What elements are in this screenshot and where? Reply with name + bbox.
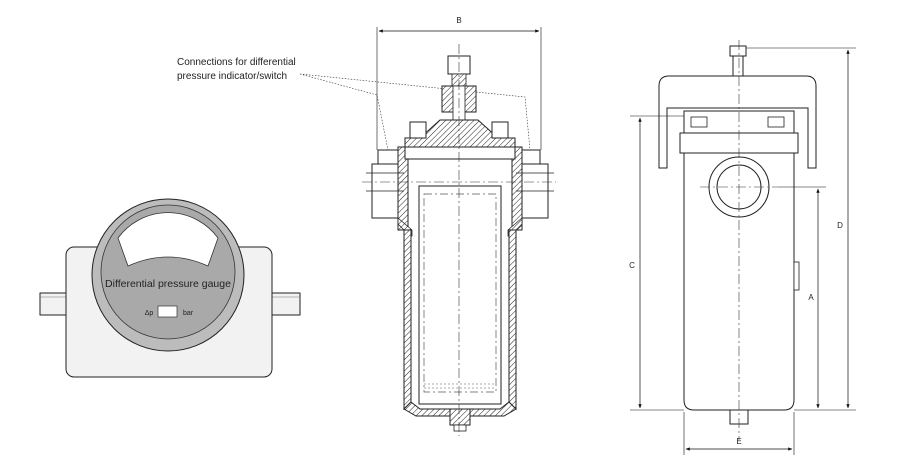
gauge-assembly: Differential pressure gauge Δp bar: [39, 198, 301, 378]
gauge-unit-label: bar: [183, 310, 194, 317]
dim-a-label: A: [808, 293, 814, 302]
callout-line-1: Connections for differential: [177, 57, 296, 68]
filter-element: [418, 185, 502, 405]
dim-b-label: B: [456, 16, 461, 25]
housing-wall-left: [403, 229, 412, 411]
yoke: [658, 75, 817, 169]
filter-section-view: B Connections for differential pressure …: [177, 16, 556, 436]
callout-leader-left: [299, 73, 389, 151]
gauge-title: Differential pressure gauge: [105, 278, 231, 290]
cover: [404, 119, 516, 148]
callout-leader-right: [299, 73, 531, 151]
dim-d-label: D: [837, 221, 843, 230]
dim-c-label: C: [629, 261, 635, 270]
housing-wall-right: [508, 229, 517, 411]
gauge-delta-p-label: Δp: [145, 310, 154, 317]
filter-front-view: C A D E: [629, 40, 856, 455]
callout-line-2: pressure indicator/switch: [177, 71, 287, 82]
dim-e-label: E: [736, 437, 741, 446]
gauge-value-box: [157, 305, 178, 318]
pipe-right: [267, 292, 301, 316]
gauge-window: [117, 212, 219, 267]
